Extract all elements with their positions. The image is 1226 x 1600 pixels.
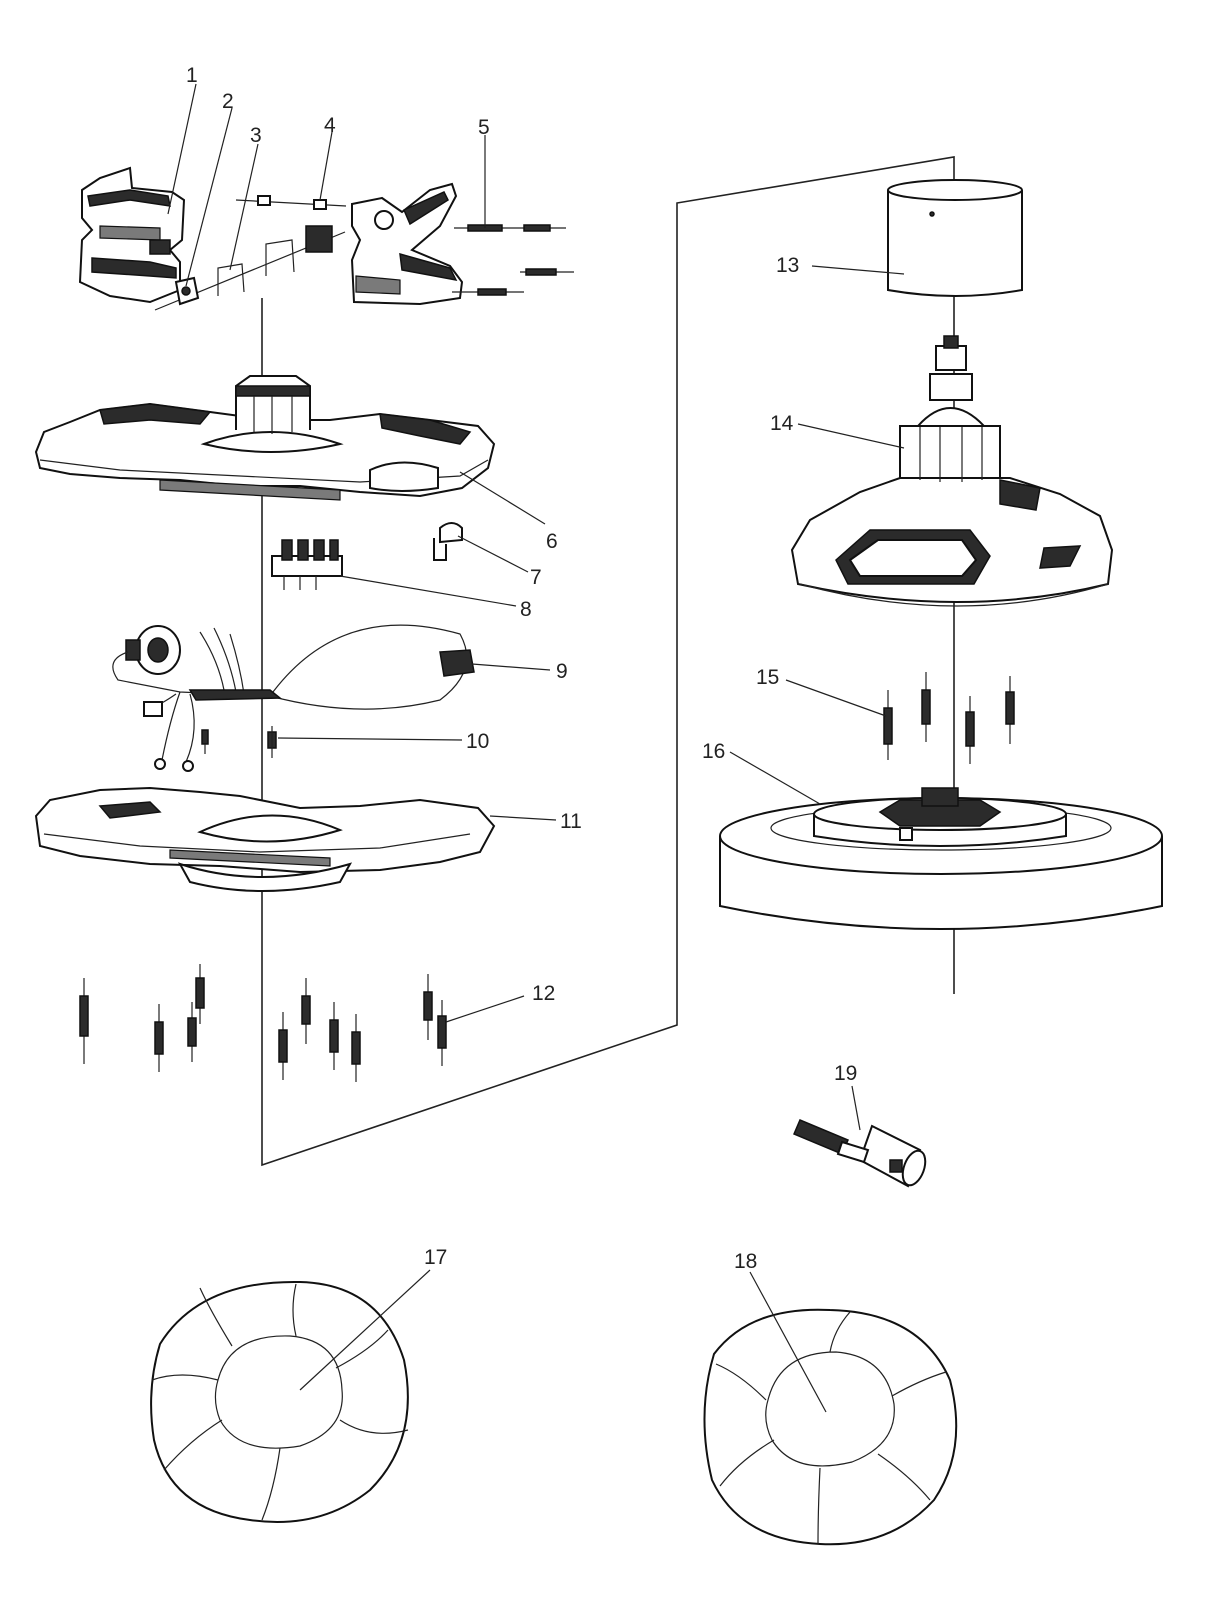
- part-13-sleeve: [887, 179, 1023, 297]
- callout-labels: 1 2 3 4 5 6 7 8 9 10 11 12 13 14 15 16 1…: [186, 64, 857, 1273]
- part-12-screws: [79, 964, 447, 1082]
- assembly-guide-lines: [154, 156, 955, 1167]
- label-16: 16: [702, 740, 725, 763]
- part-10-pin: [267, 726, 277, 758]
- label-18: 18: [734, 1250, 757, 1273]
- part-11-lower-housing: [34, 786, 496, 892]
- label-3: 3: [250, 124, 262, 147]
- label-8: 8: [520, 598, 532, 621]
- label-15: 15: [756, 666, 779, 689]
- leader-lines: [167, 83, 905, 1413]
- part-5-screws: [452, 224, 574, 296]
- label-2: 2: [222, 90, 234, 113]
- part-7-clip: [433, 522, 463, 561]
- part-3-clips: [217, 239, 295, 296]
- part-1-right-bracket: [350, 182, 464, 306]
- label-10: 10: [466, 730, 489, 753]
- label-14: 14: [770, 412, 794, 435]
- part-2-nut: [174, 276, 200, 306]
- label-9: 9: [556, 660, 568, 683]
- label-19: 19: [834, 1062, 857, 1085]
- label-17: 17: [424, 1246, 447, 1269]
- label-11: 11: [560, 810, 582, 833]
- label-1: 1: [186, 64, 198, 87]
- label-13: 13: [776, 254, 799, 277]
- label-5: 5: [478, 116, 490, 139]
- part-9-wiring-harness: [112, 624, 475, 772]
- part-17-pad: [150, 1280, 409, 1523]
- part-16-base-disc: [719, 787, 1163, 930]
- part-1-left-bracket: [78, 166, 186, 304]
- label-6: 6: [546, 530, 558, 553]
- part-14-motor-head: [790, 335, 1114, 607]
- part-18-pad: [703, 1308, 958, 1546]
- label-12: 12: [532, 982, 555, 1005]
- part-19-adapter: [793, 1119, 927, 1188]
- part-6-upper-housing: [34, 375, 496, 501]
- part-8-connector-block: [271, 539, 343, 590]
- part-15-screws: [883, 672, 1015, 764]
- part-4-pins: [235, 195, 347, 253]
- label-7: 7: [530, 566, 542, 589]
- label-4: 4: [324, 114, 336, 137]
